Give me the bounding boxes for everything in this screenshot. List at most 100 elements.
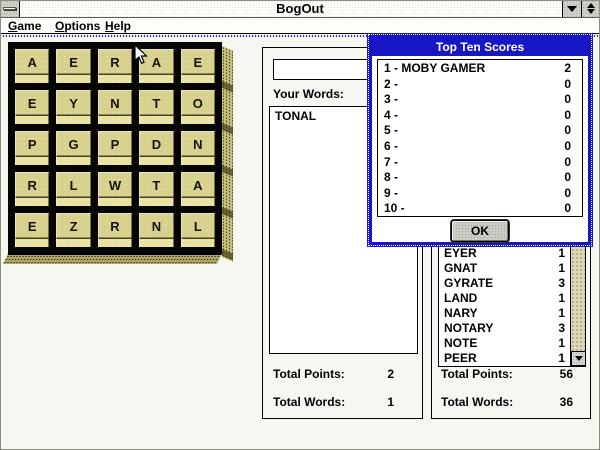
menu-game[interactable]: Game: [8, 19, 42, 33]
board-tile: A: [180, 172, 215, 206]
list-item[interactable]: TONAL: [275, 109, 412, 124]
score-rank-name: 2 -: [384, 76, 399, 91]
score-row: 8 -0: [378, 170, 582, 186]
board-tile: T: [139, 90, 174, 124]
letter-board: A E R A E E Y N T O P G P D N R L W T A …: [8, 42, 222, 254]
score-rank-name: 4 -: [384, 107, 399, 122]
score-rank-name: 9 -: [384, 185, 399, 200]
score-rank-name: 1 - MOBY GAMER: [384, 61, 486, 75]
board-tile: W: [97, 172, 133, 206]
tile-letter: W: [108, 177, 122, 193]
scroll-down-arrow-icon: [574, 356, 583, 361]
word-text: NARY: [444, 306, 478, 320]
score-value: 0: [564, 138, 571, 153]
tile-letter: R: [27, 177, 37, 193]
board-tile: L: [56, 172, 91, 206]
board-tile: E: [15, 213, 50, 247]
tile-letter: O: [192, 95, 203, 111]
word-text: EYER: [444, 246, 477, 260]
scores-list: 1 - MOBY GAMER 2 2 - 0 3 - 0 4 - 0 5 -0 6 -0…: [377, 59, 583, 217]
score-row: 5 -0: [378, 123, 582, 139]
board-tile: A: [139, 49, 174, 83]
dialog-title-bar[interactable]: Top Ten Scores: [372, 38, 588, 56]
total-points-label: Total Points:: [273, 367, 345, 381]
list-item[interactable]: LAND 1: [444, 291, 565, 306]
score-value: 0: [564, 123, 571, 138]
score-rank-name: 7 -: [384, 154, 399, 169]
ok-button[interactable]: OK: [451, 220, 509, 242]
tile-letter: E: [27, 95, 37, 111]
board-tile: N: [180, 131, 215, 165]
score-row: 9 -0: [378, 186, 582, 202]
board-3d-right-edge: [222, 46, 233, 262]
total-words-value: 36: [559, 395, 573, 409]
restore-button[interactable]: [581, 0, 600, 17]
board-tile: R: [15, 172, 50, 206]
menu-separator-line: [0, 35, 600, 37]
score-value: 0: [564, 92, 571, 107]
word-points: 1: [558, 351, 565, 365]
tile-letter: N: [151, 218, 162, 234]
tile-letter: E: [27, 218, 37, 234]
total-words-value: 1: [387, 395, 394, 409]
score-row: 3 - 0: [378, 92, 582, 108]
mouse-cursor-icon: [134, 43, 148, 70]
board-tile: G: [56, 131, 91, 165]
tile-letter: N: [193, 136, 203, 152]
scrollbar-down-button[interactable]: [571, 351, 585, 366]
word-text: GNAT: [444, 261, 478, 275]
menu-help[interactable]: Help: [105, 19, 132, 33]
word-text: GYRATE: [444, 276, 494, 290]
score-value: 0: [564, 201, 571, 216]
board-tile: Y: [56, 90, 91, 124]
restore-up-arrow-icon: [587, 3, 595, 8]
word-text: PEER: [444, 351, 477, 365]
board-tile: E: [180, 49, 215, 83]
board-tile: R: [97, 49, 133, 83]
tile-letter: A: [193, 177, 203, 193]
score-value: 0: [564, 170, 571, 185]
list-item[interactable]: PEER 1: [444, 351, 565, 366]
board-3d-bottom-edge: [2, 254, 222, 264]
board-tile: P: [97, 131, 133, 165]
tile-letter: G: [68, 136, 79, 152]
total-words-label: Total Words:: [441, 395, 514, 409]
dialog-title: Top Ten Scores: [435, 40, 525, 54]
board-tile: Z: [56, 213, 91, 247]
tile-letter: Y: [69, 95, 78, 111]
board-tile: D: [139, 131, 174, 165]
menu-options[interactable]: Options: [55, 19, 101, 33]
board-tile: N: [97, 90, 133, 124]
score-value: 0: [564, 76, 571, 91]
system-menu-icon[interactable]: [0, 0, 20, 17]
tile-letter: A: [151, 54, 162, 70]
board-tile: N: [139, 213, 174, 247]
score-value: 0: [564, 154, 571, 169]
score-row: 6 -0: [378, 139, 582, 155]
tile-letter: R: [110, 218, 120, 234]
score-row: 1 - MOBY GAMER 2: [378, 61, 582, 77]
word-points: 3: [558, 276, 565, 290]
list-item[interactable]: GYRATE 3: [444, 276, 565, 291]
computer-total-points-row: Total Points: 56: [441, 367, 573, 381]
tile-letter: E: [193, 54, 203, 70]
word-points: 1: [558, 291, 565, 305]
score-rank-name: 10 -: [384, 201, 405, 216]
title-bar[interactable]: BogOut: [0, 0, 600, 18]
computer-total-words-row: Total Words: 36: [441, 395, 573, 409]
tile-letter: A: [27, 54, 37, 70]
board-tile: A: [15, 49, 50, 83]
score-rank-name: 3 -: [384, 92, 399, 107]
word-text: LAND: [444, 291, 478, 305]
total-points-label: Total Points:: [441, 367, 513, 381]
tile-letter: Z: [69, 218, 78, 234]
minimize-button[interactable]: [562, 0, 581, 17]
score-value: 2: [564, 61, 571, 75]
tile-letter: R: [110, 54, 120, 70]
